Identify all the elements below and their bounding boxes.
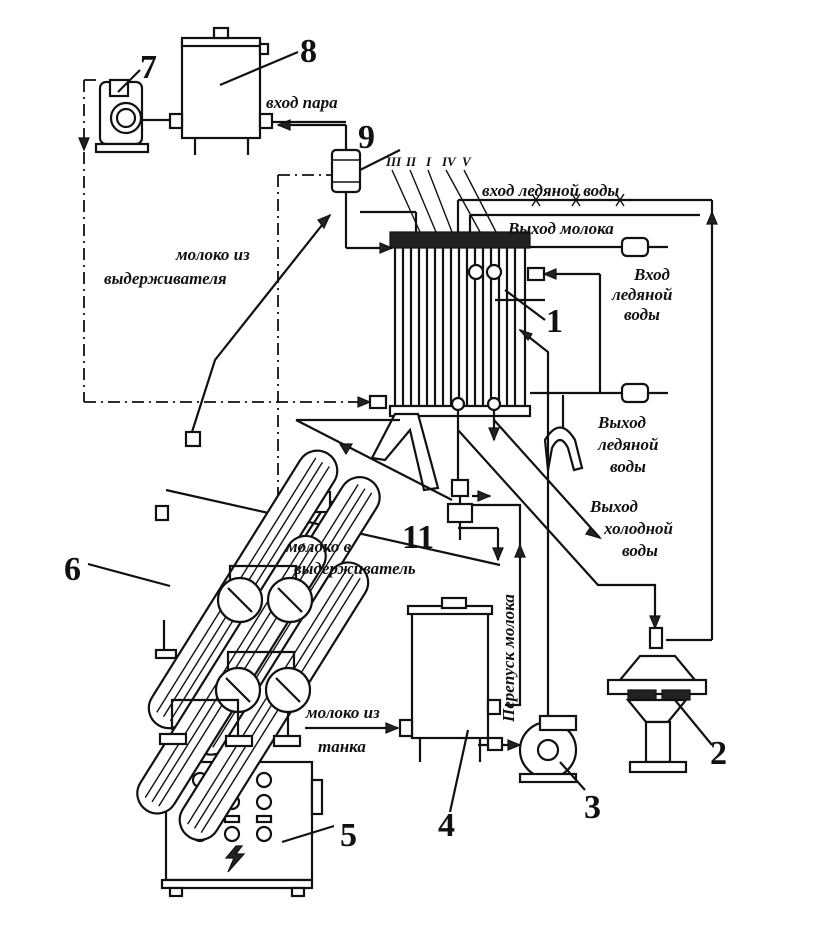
label-number-7: 7 — [140, 49, 157, 86]
label-ice-water-outlet-2: ледяной — [597, 435, 658, 454]
balance-tank — [398, 596, 504, 813]
label-milk-outlet: Выход молока — [507, 219, 614, 238]
holding-tube — [87, 430, 381, 842]
label-number-2: 2 — [710, 735, 727, 772]
label-cold-water-outlet-3: воды — [622, 541, 658, 560]
label-steam-inlet: вход пара — [266, 93, 338, 112]
hot-water-pump — [94, 69, 170, 154]
section-label-ii: II — [405, 154, 417, 169]
label-milk-to-holder-2: выдерживатель — [294, 559, 416, 578]
steam-injector — [276, 119, 401, 194]
label-ice-water-inlet-3: воды — [624, 305, 660, 324]
exchanger-fittings — [526, 236, 668, 472]
label-number-6: 6 — [64, 551, 81, 588]
label-number-5: 5 — [340, 817, 357, 854]
label-milk-from-tank-1: молоко из — [305, 703, 380, 722]
label-number-4: 4 — [438, 807, 455, 844]
plate-heat-exchanger — [370, 231, 546, 492]
label-milk-from-tank-2: танка — [318, 737, 366, 756]
label-cold-water-outlet-1: Выход — [589, 497, 638, 516]
label-number-11: 11 — [402, 519, 434, 556]
label-milk-from-holder-1: молоко из — [175, 245, 250, 264]
label-number-9: 9 — [358, 119, 375, 156]
label-ice-water-inlet-2: ледяной — [611, 285, 672, 304]
milk-pump — [478, 714, 586, 791]
label-ice-water-inlet-1: Вход — [633, 265, 670, 284]
section-label-iii: III — [385, 154, 402, 169]
section-label-i: I — [425, 154, 432, 169]
separator — [606, 626, 713, 774]
label-ice-water-outlet-1: Выход — [597, 413, 646, 432]
hot-water-tank — [168, 26, 299, 155]
lightning-bolt-icon — [224, 845, 246, 873]
label-milk-bypass: Перепуск молока — [499, 594, 518, 723]
label-milk-to-holder-1: молоко в — [285, 537, 352, 556]
label-cold-water-outlet-2: холодной — [603, 519, 673, 538]
label-number-1: 1 — [546, 303, 563, 340]
label-ice-water-inlet-top: вход ледяной воды — [482, 181, 619, 200]
label-number-8: 8 — [300, 33, 317, 70]
label-milk-from-holder-2: выдерживателя — [104, 269, 227, 288]
section-label-v: V — [462, 154, 472, 169]
section-label-iv: IV — [441, 154, 457, 169]
label-ice-water-outlet-3: воды — [610, 457, 646, 476]
pipe-network — [78, 79, 718, 734]
label-number-3: 3 — [584, 789, 601, 826]
